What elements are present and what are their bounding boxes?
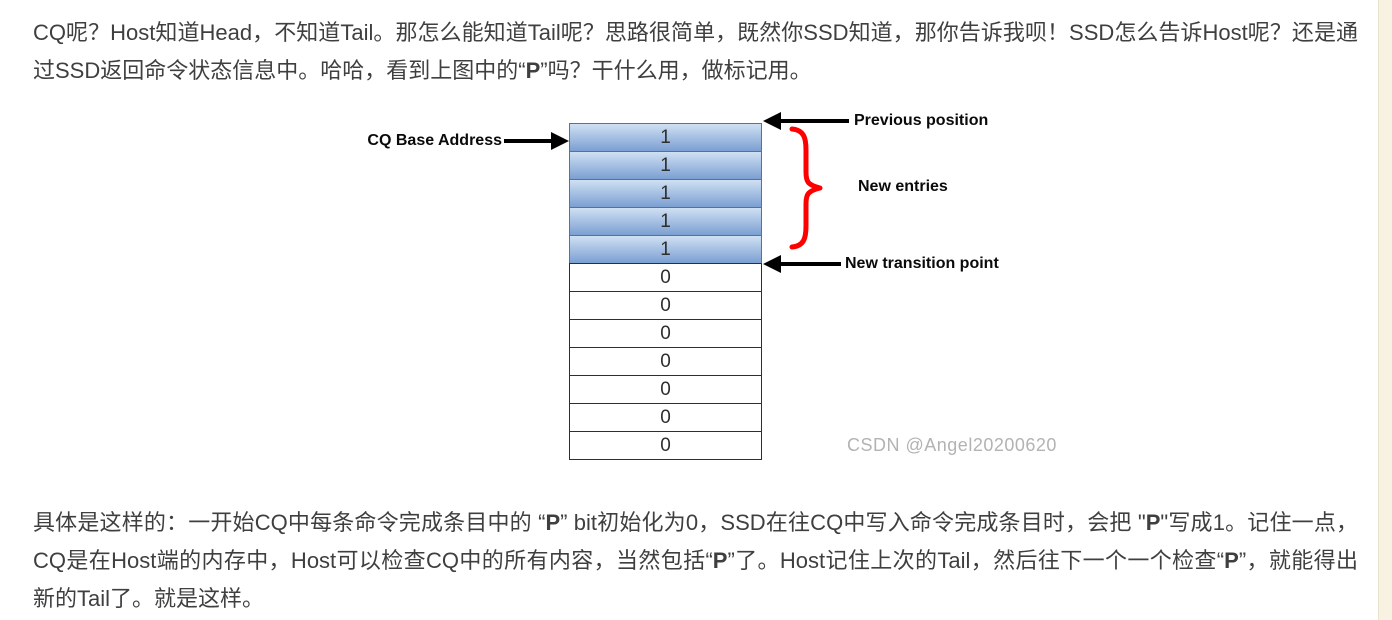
cq-queue-diagram: CQ Base Address 1 1 1 1 1 0 0 0 0 0 0 0 … <box>0 90 1392 490</box>
arrow-right-line <box>504 139 554 143</box>
queue-row: 0 <box>569 263 762 292</box>
queue-row: 0 <box>569 375 762 404</box>
queue-row: 1 <box>569 151 762 180</box>
queue-row: 0 <box>569 291 762 320</box>
watermark-text: CSDN @Angel20200620 <box>847 435 1057 455</box>
arrow-right-icon <box>551 132 569 150</box>
new-transition-point-label: New transition point <box>845 255 999 272</box>
queue-row: 1 <box>569 235 762 264</box>
queue-row: 1 <box>569 123 762 152</box>
queue-row: 0 <box>569 319 762 348</box>
queue-row: 0 <box>569 403 762 432</box>
article-paragraph-1: CQ呢？Host知道Head，不知道Tail。那怎么能知道Tail呢？思路很简单… <box>33 20 1358 83</box>
article-content: CQ呢？Host知道Head，不知道Tail。那怎么能知道Tail呢？思路很简单… <box>0 14 1392 618</box>
page-gutter <box>1378 0 1392 620</box>
cq-base-address-label: CQ Base Address <box>367 132 502 149</box>
arrow-left-line-previous-position <box>779 119 849 123</box>
article-paragraph-2: 具体是这样的：一开始CQ中每条命令完成条目中的 “P” bit初始化为0，SSD… <box>33 510 1359 611</box>
arrow-left-line-new-transition <box>779 262 841 266</box>
queue-table: 1 1 1 1 1 0 0 0 0 0 0 0 <box>569 123 762 460</box>
curly-brace-icon <box>789 126 823 250</box>
previous-position-label: Previous position <box>854 112 989 129</box>
arrow-left-icon-new-transition <box>763 255 781 273</box>
arrow-left-icon-previous-position <box>763 112 781 130</box>
queue-row: 1 <box>569 207 762 236</box>
queue-row: 0 <box>569 347 762 376</box>
queue-row: 1 <box>569 179 762 208</box>
new-entries-label: New entries <box>858 178 948 195</box>
queue-row: 0 <box>569 431 762 460</box>
